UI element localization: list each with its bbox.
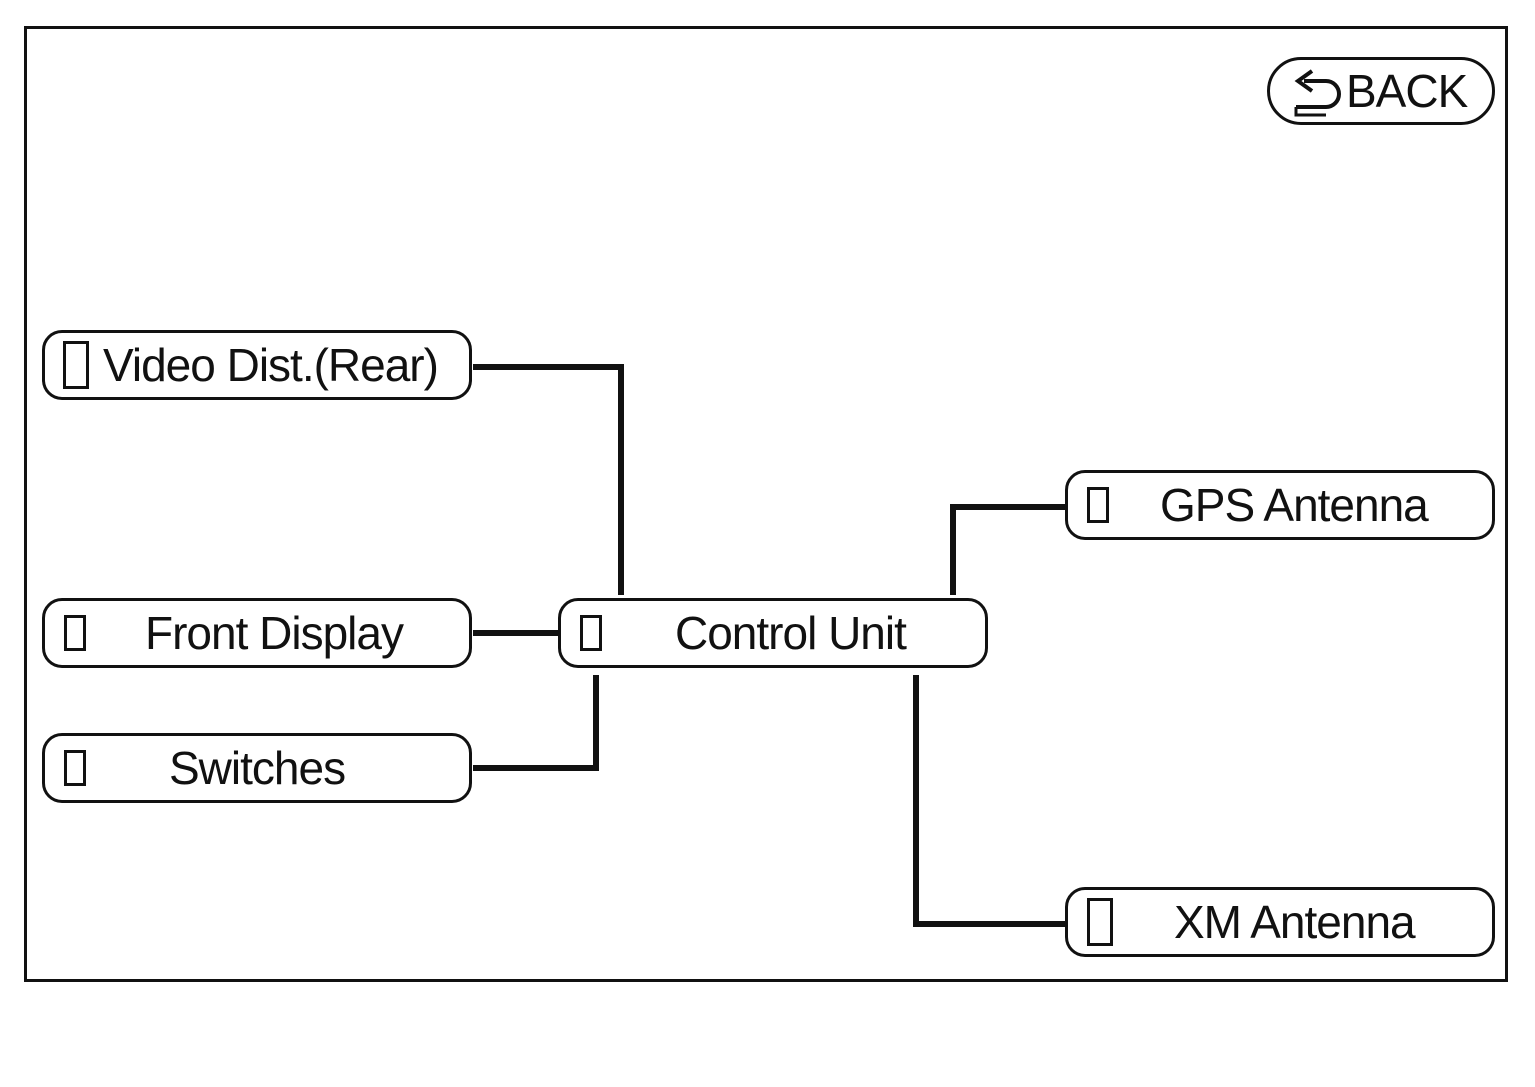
module-label: Video Dist.(Rear): [103, 339, 439, 391]
module-label: Control Unit: [675, 607, 907, 659]
module-label: GPS Antenna: [1160, 479, 1429, 531]
back-button-label: BACK: [1346, 65, 1468, 117]
module-label: XM Antenna: [1174, 896, 1416, 948]
module-control-unit[interactable]: Control Unit: [558, 598, 988, 668]
module-status-indicator: [63, 341, 89, 389]
module-gps-antenna[interactable]: GPS Antenna: [1065, 470, 1495, 540]
back-button[interactable]: BACK: [1267, 57, 1495, 125]
return-arrow-icon: [1294, 69, 1341, 117]
module-switches[interactable]: Switches: [42, 733, 472, 803]
module-front-display[interactable]: Front Display: [42, 598, 472, 668]
module-status-indicator: [1087, 898, 1113, 946]
module-xm-antenna[interactable]: XM Antenna: [1065, 887, 1495, 957]
module-label: Front Display: [145, 607, 404, 659]
module-status-indicator: [64, 615, 86, 651]
module-status-indicator: [1087, 487, 1109, 523]
module-label: Switches: [169, 742, 346, 794]
module-video-dist-rear[interactable]: Video Dist.(Rear): [42, 330, 472, 400]
module-status-indicator: [64, 750, 86, 786]
module-status-indicator: [580, 615, 602, 651]
